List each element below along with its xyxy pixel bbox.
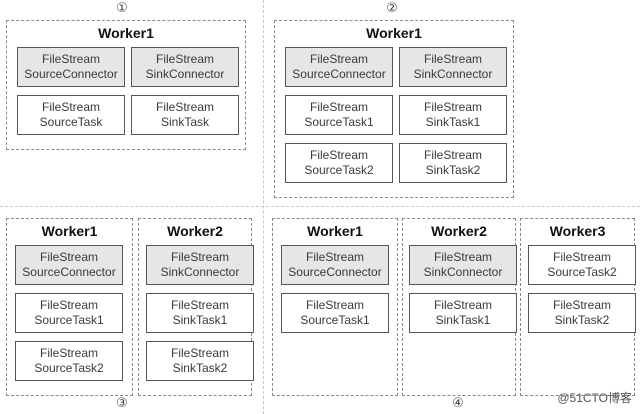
box-label-line1: FileStream [423, 100, 482, 114]
box-label-line2: SourceConnector [288, 265, 382, 279]
panel-number: ① [116, 1, 128, 16]
panel-number: ④ [452, 396, 464, 411]
horizontal-divider [0, 206, 640, 207]
box-label-line2: SourceTask2 [34, 361, 104, 375]
box-label-line1: FileStream [552, 250, 611, 264]
box-label-line1: FileStream [309, 100, 368, 114]
box-label-line2: SinkTask2 [554, 313, 610, 327]
box-label-line2: SinkTask [160, 115, 210, 129]
box-label-line2: SinkConnector [423, 265, 503, 279]
box-label-line2: SourceConnector [24, 67, 118, 81]
box-label-line2: SourceTask1 [304, 115, 374, 129]
box-label-line2: SinkTask2 [425, 163, 481, 177]
box-label-line2: SinkTask1 [435, 313, 491, 327]
worker-title: Worker1 [98, 25, 154, 41]
box-label-line2: SourceTask2 [547, 265, 617, 279]
box-label-line1: FileStream [423, 148, 482, 162]
box-label-line2: SourceConnector [292, 67, 386, 81]
box-label-line1: FileStream [170, 250, 229, 264]
watermark: @51CTO博客 [557, 391, 632, 405]
box-label-line2: SinkConnector [145, 67, 225, 81]
box-label-line1: FileStream [423, 52, 482, 66]
box-label-line1: FileStream [39, 298, 98, 312]
worker-title: Worker2 [431, 223, 487, 239]
box-label-line1: FileStream [41, 52, 100, 66]
worker-title: Worker1 [366, 25, 422, 41]
box-label-line2: SourceTask2 [304, 163, 374, 177]
vertical-divider [263, 0, 264, 414]
worker-title: Worker3 [549, 223, 606, 239]
box-label-line1: FileStream [305, 298, 364, 312]
box-label-line1: FileStream [433, 298, 492, 312]
box-label-line1: FileStream [309, 148, 368, 162]
box-label-line2: SinkConnector [413, 67, 493, 81]
box-label-line1: FileStream [39, 250, 98, 264]
box-label-line1: FileStream [155, 100, 214, 114]
box-label-line1: FileStream [41, 100, 100, 114]
box-label-line2: SourceTask1 [34, 313, 104, 327]
box-label-line1: FileStream [433, 250, 492, 264]
box-label-line2: SinkTask1 [425, 115, 481, 129]
worker-title: Worker2 [167, 223, 223, 239]
box-label-line2: SinkTask2 [172, 361, 228, 375]
box-label-line2: SourceTask [39, 115, 103, 129]
box-label-line2: SourceConnector [22, 265, 116, 279]
box-label-line2: SinkConnector [160, 265, 240, 279]
box-label-line1: FileStream [170, 346, 229, 360]
worker-title: Worker1 [307, 223, 363, 239]
box-label-line2: SinkTask1 [172, 313, 228, 327]
box-label-line1: FileStream [155, 52, 214, 66]
box-label-line1: FileStream [170, 298, 229, 312]
box-label-line1: FileStream [305, 250, 364, 264]
box-label-line1: FileStream [552, 298, 611, 312]
panel-number: ③ [116, 396, 128, 411]
box-label-line1: FileStream [39, 346, 98, 360]
box-label-line2: SourceTask1 [300, 313, 370, 327]
worker-title: Worker1 [41, 223, 98, 239]
box-label-line1: FileStream [309, 52, 368, 66]
panel-number: ② [386, 1, 398, 16]
